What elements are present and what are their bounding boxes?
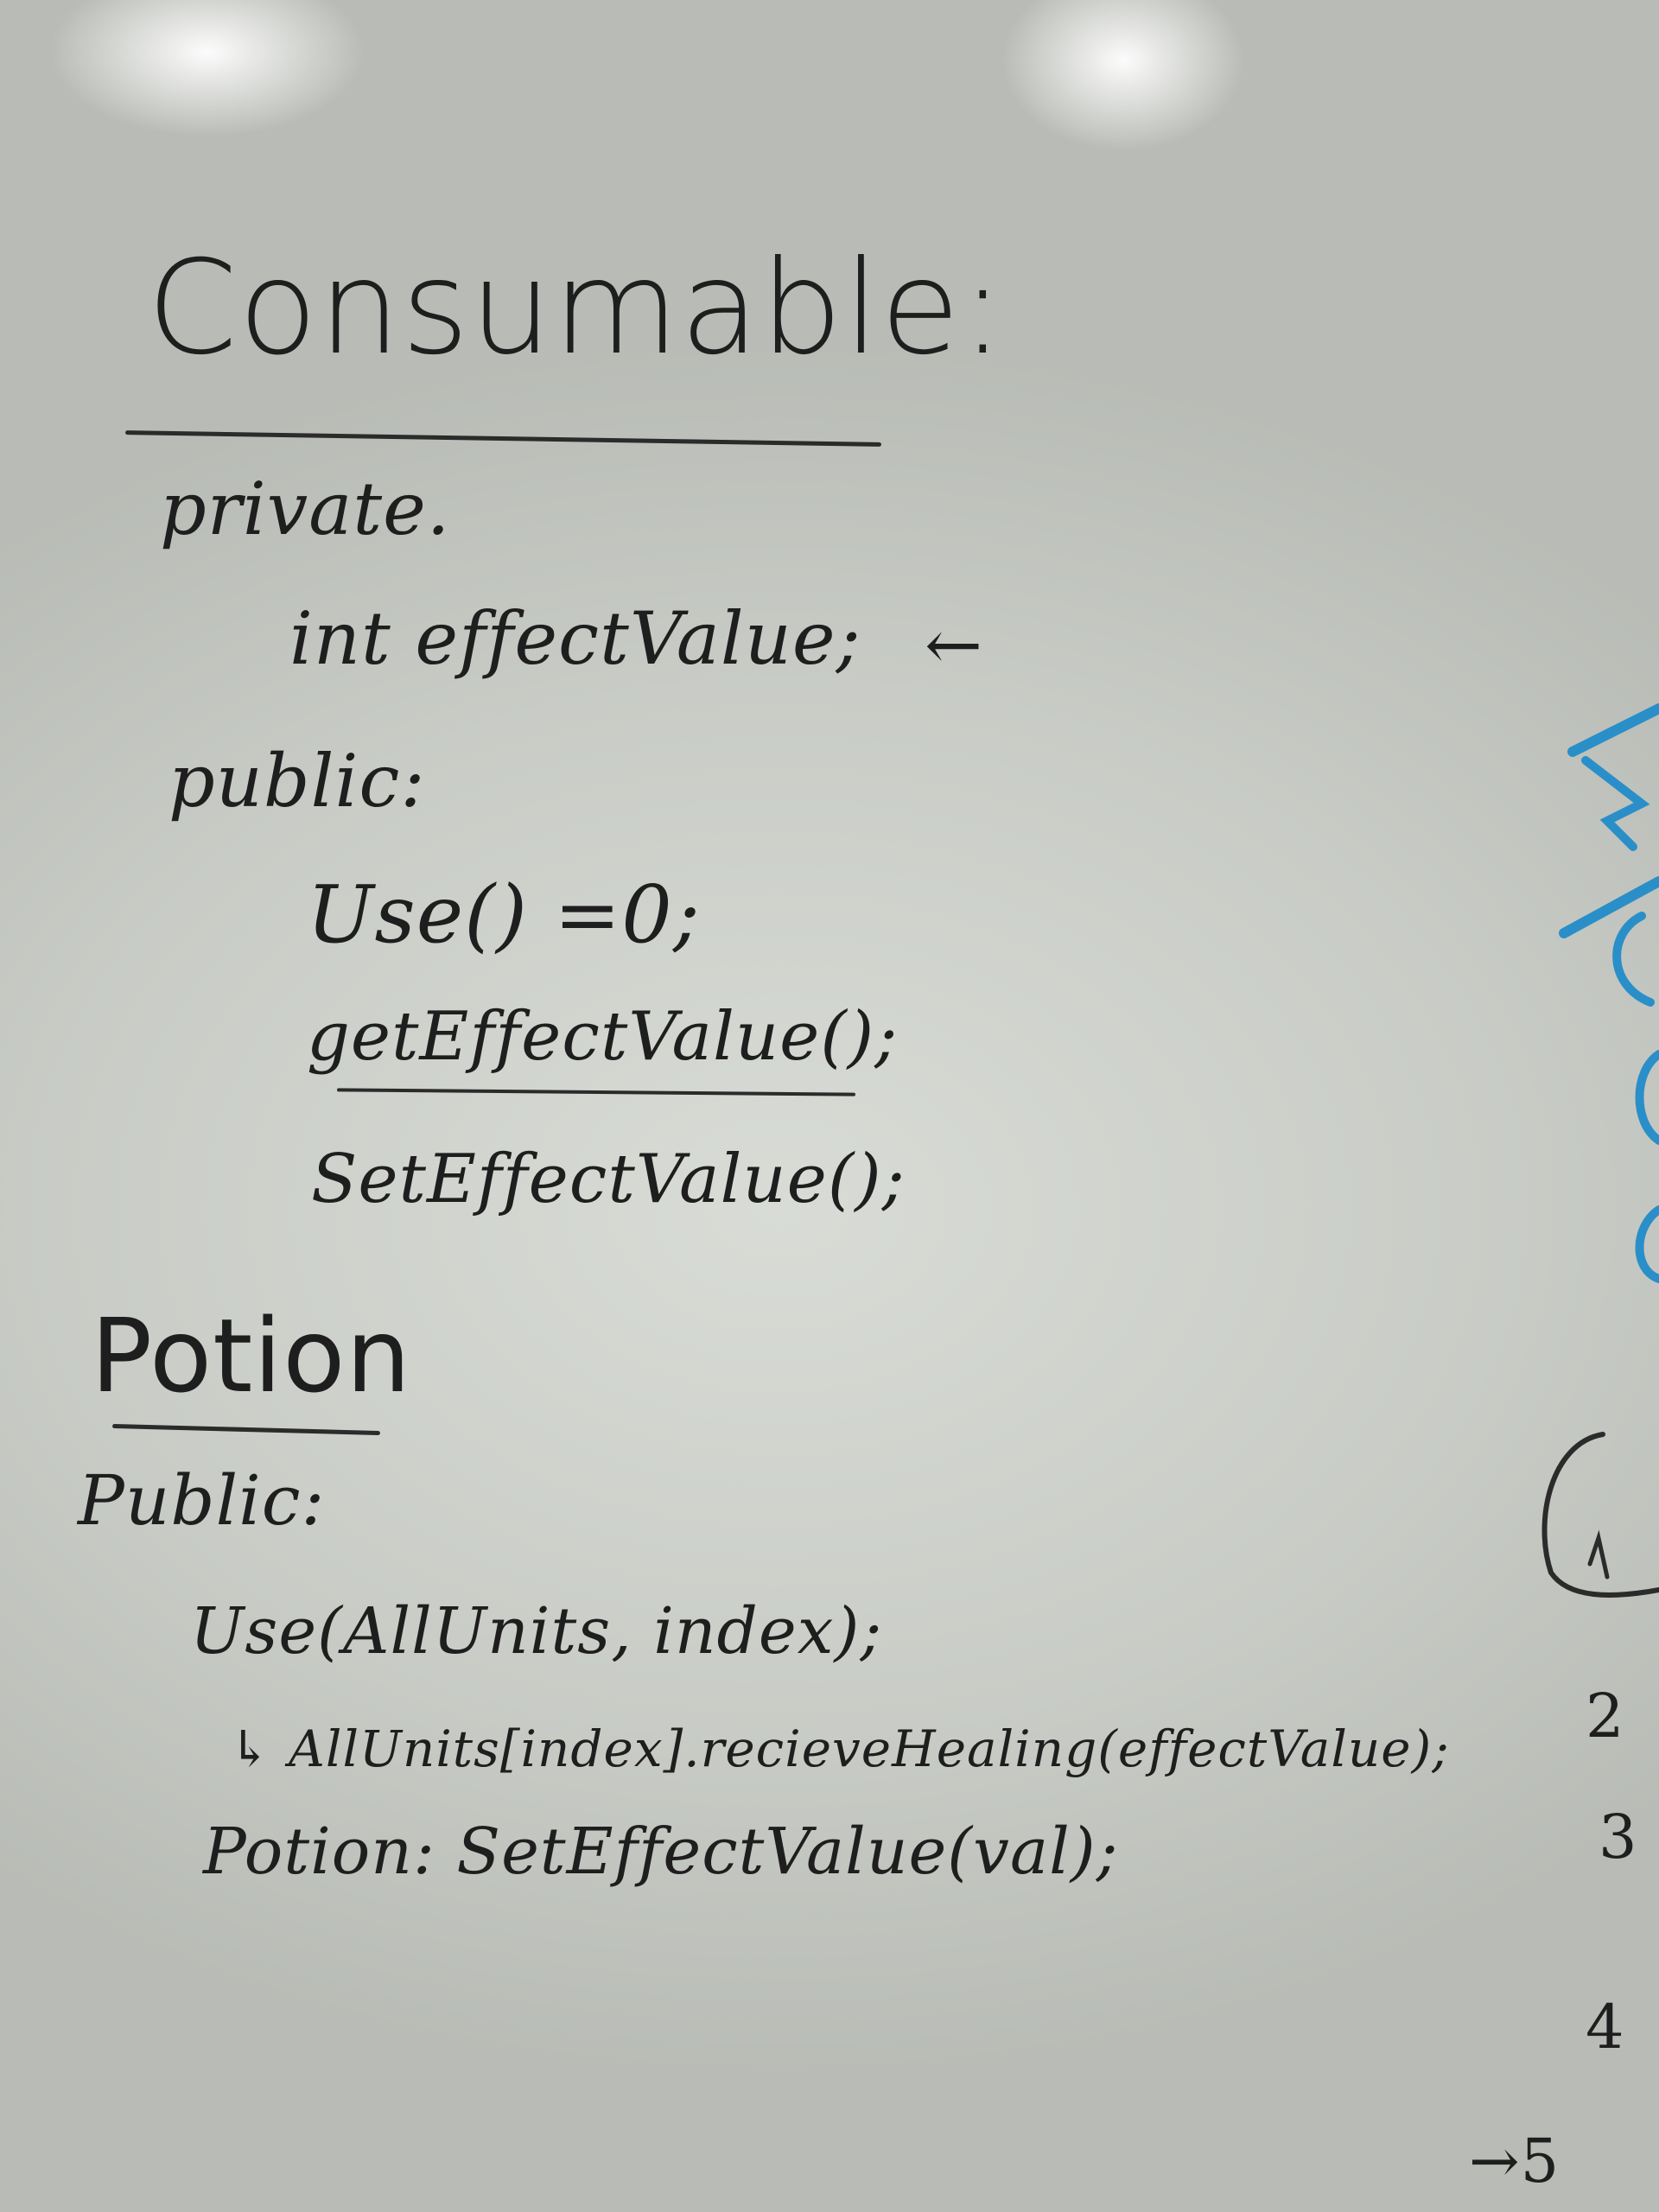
potion-line-healing: ↳ AllUnits[index].recieveHealing(effectV… [229,1719,1450,1778]
consumable-method-use: Use() =0; [307,868,701,961]
potion-title-underline [111,1423,381,1436]
consumable-title-underline [125,430,881,447]
consumable-title: Consumable: [147,233,1006,384]
consumable-field: int effectValue; [289,596,861,681]
margin-number-2: 2 [1586,1681,1625,1751]
margin-number-5: →5 [1469,2126,1560,2196]
partial-dark-scribble [1541,1432,1659,1598]
consumable-method-get: getEffectValue(); [307,998,899,1076]
blue-marker-scribble [1559,703,1659,1283]
margin-number-3: 3 [1599,1802,1638,1872]
consumable-method-set: SetEffectValue(); [311,1141,906,1218]
potion-title: Potion [91,1296,412,1415]
potion-line-use: Use(AllUnits, index); [190,1594,883,1669]
potion-line-set: Potion: SetEffectValue(val); [203,1815,1119,1889]
arrow-icon: ← [925,605,984,685]
consumable-private-label: private. [160,467,451,551]
margin-number-4: 4 [1586,1992,1625,2063]
get-effect-underline [336,1088,856,1096]
consumable-public-label: public: [168,739,426,823]
potion-public-label: Public: [78,1460,326,1541]
